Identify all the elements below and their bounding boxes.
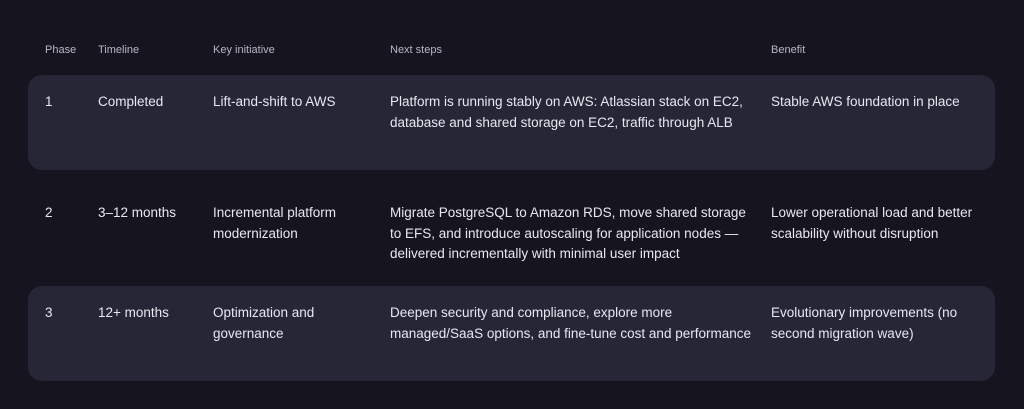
header-benefit: Benefit xyxy=(771,44,806,56)
timeline-cell: Completed xyxy=(98,94,164,109)
header-next-steps: Next steps xyxy=(390,44,442,56)
benefit-cell: Evolutionary improvements (no second mig… xyxy=(771,305,958,341)
table-row: 3 12+ months Optimization and governance… xyxy=(28,286,995,381)
benefit-cell: Lower operational load and better scalab… xyxy=(771,205,973,241)
next-steps-cell: Deepen security and compliance, explore … xyxy=(390,305,751,341)
next-steps-cell: Platform is running stably on AWS: Atlas… xyxy=(390,94,743,130)
phase-number: 2 xyxy=(45,205,53,220)
timeline-cell: 12+ months xyxy=(98,305,169,320)
table-row: 1 Completed Lift-and-shift to AWS Platfo… xyxy=(28,75,995,170)
initiative-cell: Lift-and-shift to AWS xyxy=(213,94,336,109)
next-steps-cell: Migrate PostgreSQL to Amazon RDS, move s… xyxy=(390,205,746,261)
timeline-cell: 3–12 months xyxy=(98,205,177,220)
phase-number: 1 xyxy=(45,94,53,109)
benefit-cell: Stable AWS foundation in place xyxy=(771,94,960,109)
table-row: 2 3–12 months Incremental platform moder… xyxy=(28,186,995,268)
header-phase: Phase xyxy=(45,44,77,56)
header-timeline: Timeline xyxy=(98,44,140,56)
initiative-cell: Incremental platform modernization xyxy=(213,205,337,241)
initiative-cell: Optimization and governance xyxy=(213,305,315,341)
phase-number: 3 xyxy=(45,305,53,320)
header-key-initiative: Key initiative xyxy=(213,44,275,56)
table-header: Phase Timeline Key initiative Next steps… xyxy=(28,44,995,64)
